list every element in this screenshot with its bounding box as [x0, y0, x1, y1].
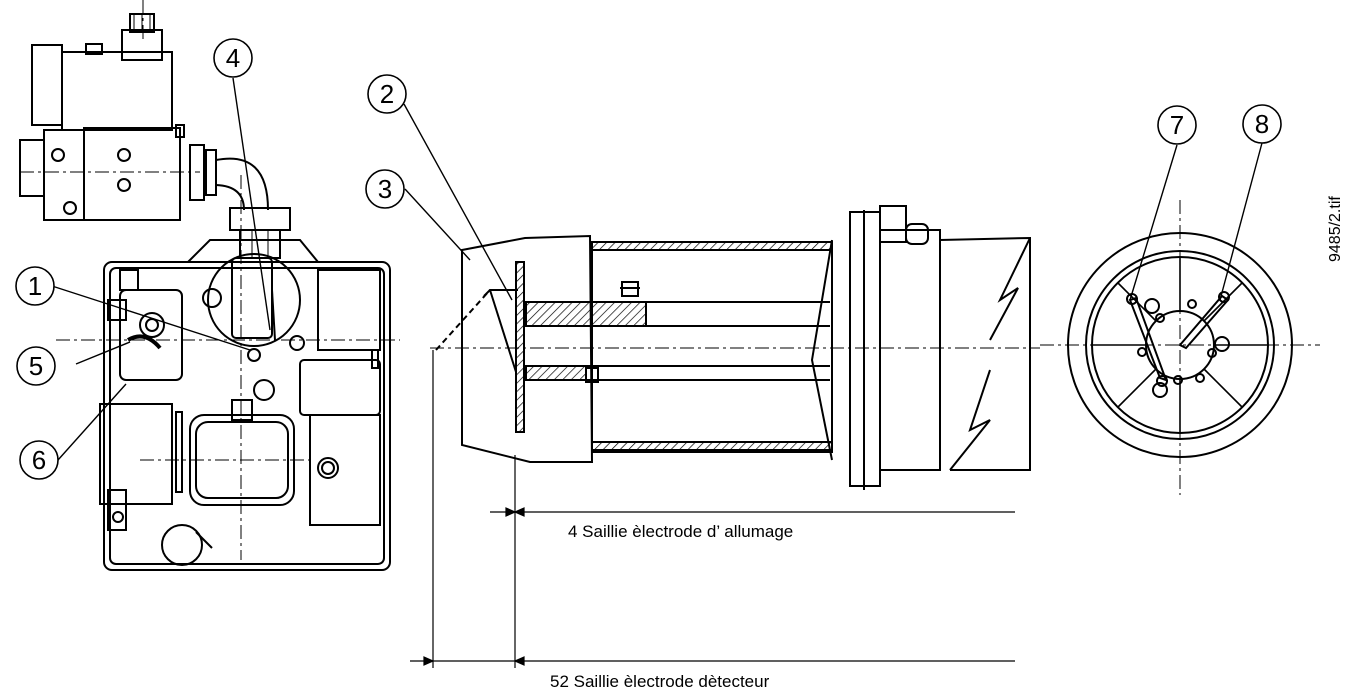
callout-7-label: 7: [1170, 110, 1184, 140]
callout-leaders: [51, 77, 1263, 461]
callout-4: 4: [213, 38, 253, 78]
callout-1-label: 1: [28, 271, 42, 301]
detector-electrode-dimension-label: 52 Saillie èlectrode dètecteur: [550, 672, 770, 691]
callout-4-label: 4: [226, 43, 240, 73]
combustion-head-section: [430, 205, 1040, 490]
ignition-electrode-dimension-label: 4 Saillie èlectrode d’ allumage: [568, 522, 793, 541]
dimension-lines: [410, 350, 1015, 668]
file-reference: 9485/2.tif: [1327, 196, 1344, 262]
callout-5: 5: [16, 346, 56, 386]
callout-7: 7: [1157, 105, 1197, 145]
callout-8-label: 8: [1255, 109, 1269, 139]
callout-2: 2: [367, 74, 407, 114]
housing-box: [56, 239, 400, 571]
callout-2-label: 2: [380, 79, 394, 109]
callout-8: 8: [1242, 104, 1282, 144]
callout-3-label: 3: [378, 174, 392, 204]
combustion-head-front-view: [1040, 200, 1320, 495]
callout-6-label: 6: [32, 445, 46, 475]
gas-valve: [19, 13, 291, 259]
callout-1: 1: [15, 266, 55, 306]
callout-5-label: 5: [29, 351, 43, 381]
callout-6: 6: [19, 440, 59, 480]
callout-3: 3: [365, 169, 405, 209]
burner-housing-view: [19, 0, 400, 571]
